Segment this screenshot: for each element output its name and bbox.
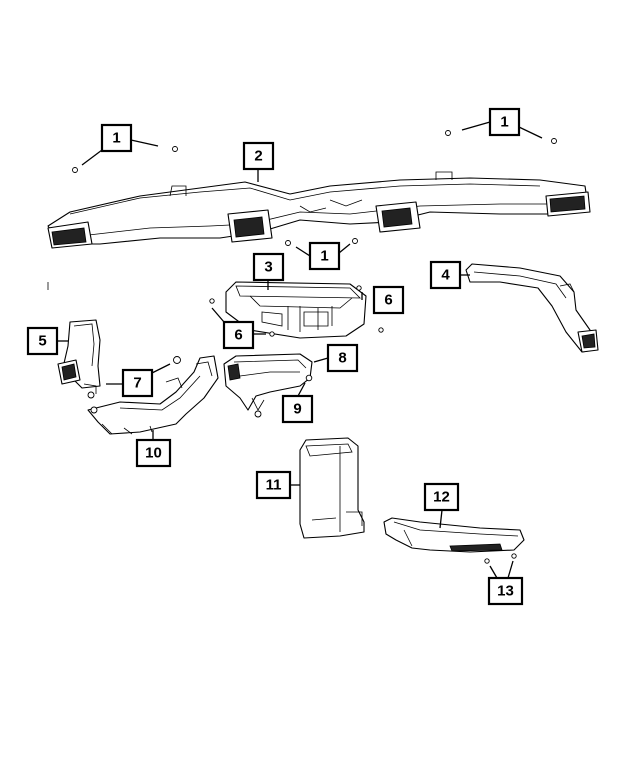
part-floor-duct <box>87 355 219 435</box>
callout-label: 11 <box>266 477 282 494</box>
callout-5[interactable]: 5 <box>26 326 59 356</box>
callout-8[interactable]: 8 <box>326 343 359 373</box>
callout-3[interactable]: 3 <box>252 252 285 282</box>
callout-label: 3 <box>264 259 272 276</box>
part-main-duct <box>47 171 591 249</box>
part-center-housing <box>225 281 367 339</box>
screws-9 <box>254 374 313 418</box>
callout-label: 1 <box>320 248 328 265</box>
callout-label: 13 <box>497 583 514 600</box>
part-right-side-duct <box>465 263 599 353</box>
callout-label: 6 <box>234 327 242 344</box>
callout-7[interactable]: 7 <box>121 368 154 398</box>
callout-label: 1 <box>500 114 508 131</box>
callout-label: 6 <box>384 292 392 309</box>
part-rear-floor-duct <box>383 517 525 553</box>
callout-label: 9 <box>293 401 301 418</box>
callout-label: 10 <box>145 445 162 462</box>
callout-label: 4 <box>441 267 450 284</box>
callout-12[interactable]: 12 <box>423 482 460 512</box>
callout-label: 8 <box>338 350 346 367</box>
part-console-duct <box>299 437 365 539</box>
callout-label: 7 <box>133 375 141 392</box>
screws-6 <box>47 282 384 337</box>
callout-9[interactable]: 9 <box>281 394 314 424</box>
callout-label: 2 <box>254 148 262 165</box>
callout-13[interactable]: 13 <box>487 576 524 606</box>
callout-label: 12 <box>433 489 450 506</box>
part-center-rear-duct <box>223 353 313 411</box>
callout-1-top-left[interactable]: 1 <box>100 123 133 153</box>
callout-1-top-right[interactable]: 1 <box>488 107 521 137</box>
callout-6-right[interactable]: 6 <box>372 285 405 315</box>
callout-1-center[interactable]: 1 <box>308 241 341 271</box>
callout-6-left[interactable]: 6 <box>222 320 255 350</box>
callout-4[interactable]: 4 <box>429 260 462 290</box>
screws-1 <box>72 130 557 246</box>
callout-2[interactable]: 2 <box>242 141 275 171</box>
leader-lines <box>57 121 543 579</box>
callout-label: 5 <box>38 333 46 350</box>
screws-7 <box>87 356 181 414</box>
callout-11[interactable]: 11 <box>255 470 292 500</box>
screws-13 <box>484 553 517 564</box>
part-left-side-duct <box>57 319 101 394</box>
callout-label: 1 <box>112 130 120 147</box>
callout-10[interactable]: 10 <box>135 438 172 468</box>
